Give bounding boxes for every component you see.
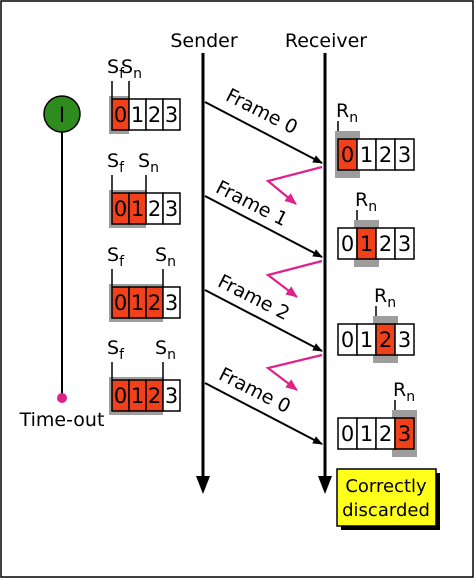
frame-arrow-2: [204, 195, 323, 258]
seq-number: 3: [398, 232, 411, 256]
seq-number: 2: [379, 422, 392, 446]
seq-number: 0: [114, 384, 127, 408]
seq-number: 0: [341, 232, 354, 256]
seq-number: 3: [165, 103, 178, 127]
seq-cell: [394, 323, 415, 356]
seq-number: 2: [148, 197, 161, 221]
sn-label: Sn: [121, 56, 142, 82]
seq-number: 3: [398, 328, 411, 352]
timer-icon: [43, 95, 81, 133]
note-box: [336, 468, 437, 527]
timeout-label: Time-out: [19, 409, 105, 431]
frame-arrow-1: [204, 101, 323, 164]
seq-number: 2: [148, 291, 161, 315]
rn-label: Rn: [355, 189, 377, 215]
seq-number: 1: [360, 143, 373, 167]
seq-number: 1: [131, 291, 144, 315]
seq-cell: [162, 286, 181, 319]
frame-arrow-4: [204, 382, 323, 445]
seq-cell: [394, 138, 415, 171]
sender-timeline-arrowhead: [196, 476, 210, 494]
seq-number: 0: [114, 197, 127, 221]
rn-label: Rn: [336, 100, 358, 126]
seq-cell: [162, 98, 181, 131]
seq-number: 1: [131, 384, 144, 408]
seq-number: 2: [148, 384, 161, 408]
seq-number: 3: [165, 197, 178, 221]
receiver-header: Receiver: [285, 30, 367, 52]
seq-number: 0: [341, 422, 354, 446]
frame-label-2: Frame 1: [212, 176, 291, 231]
seq-number: 0: [114, 103, 127, 127]
sn-label: Sn: [138, 150, 159, 176]
ack-arrow-1: [265, 165, 323, 205]
rn-label: Rn: [393, 379, 415, 405]
seq-cell: [162, 379, 181, 412]
seq-number: 3: [165, 291, 178, 315]
sf-label: Sf: [107, 337, 125, 363]
seq-cell: [394, 227, 415, 260]
note-line-1: Correctly: [345, 476, 427, 497]
seq-number: 3: [398, 422, 411, 446]
seq-number: 2: [379, 232, 392, 256]
seq-cell: [162, 192, 181, 225]
seq-number: 3: [165, 384, 178, 408]
seq-cell: [394, 417, 415, 450]
seq-number: 0: [341, 143, 354, 167]
seq-number: 1: [131, 103, 144, 127]
seq-number: 1: [360, 232, 373, 256]
seq-number: 2: [148, 103, 161, 127]
seq-number: 2: [379, 328, 392, 352]
ack-arrow-3: [265, 353, 323, 391]
frame-label-3: Frame 2: [214, 270, 293, 325]
receiver-timeline-arrowhead: [318, 476, 332, 494]
timeout-dot: [57, 393, 67, 403]
timer-symbol: I: [59, 103, 65, 127]
sender-header: Sender: [170, 30, 238, 52]
seq-number: 1: [360, 422, 373, 446]
seq-number: 0: [114, 291, 127, 315]
ack-arrow-2: [265, 259, 323, 298]
sn-label: Sn: [155, 244, 176, 270]
seq-number: 2: [379, 143, 392, 167]
seq-number: 0: [341, 328, 354, 352]
seq-number: 3: [398, 143, 411, 167]
seq-number: 1: [131, 197, 144, 221]
seq-number: 1: [360, 328, 373, 352]
sf-label: Sf: [107, 150, 125, 176]
sf-label: Sf: [107, 244, 125, 270]
note-line-2: discarded: [342, 500, 430, 521]
frame-arrow-3: [204, 289, 323, 352]
sn-label: Sn: [155, 337, 176, 363]
rn-label: Rn: [374, 285, 396, 311]
